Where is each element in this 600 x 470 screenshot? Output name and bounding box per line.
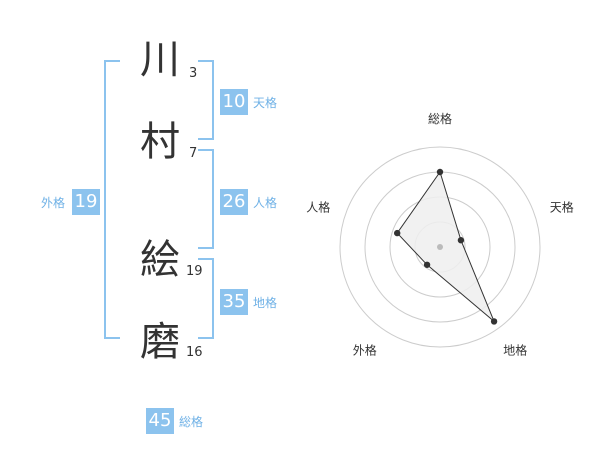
name-char-2-strokes: 7 [189, 146, 198, 161]
jinkaku-value: 26 [220, 189, 248, 215]
name-char-3-strokes: 19 [186, 264, 203, 279]
gaikaku-value: 19 [72, 189, 100, 215]
gaikaku-bracket [104, 60, 120, 339]
name-char-2: 村 [140, 119, 180, 165]
tenkaku-bracket [198, 60, 214, 140]
radar-point [394, 229, 401, 237]
name-char-1: 川 [140, 37, 180, 83]
radar-point [490, 318, 498, 325]
radar-ring [339, 146, 541, 348]
radar-point [423, 261, 431, 268]
name-char-4-strokes: 16 [186, 345, 203, 360]
radar-axis-label: 地格 [503, 343, 527, 358]
tenkaku-label: 天格 [253, 96, 278, 110]
chikaku-value: 35 [220, 289, 248, 315]
radar-center [437, 244, 443, 250]
radar-point [436, 168, 444, 176]
radar-points [394, 168, 498, 325]
radar-area [396, 170, 495, 322]
gaikaku-label: 外格 [41, 196, 66, 210]
radar-axis-label: 総格 [428, 111, 452, 126]
chikaku-label: 地格 [253, 296, 278, 310]
jinkaku-label: 人格 [253, 196, 278, 210]
soukaku-value: 45 [146, 408, 174, 434]
name-char-1-strokes: 3 [189, 66, 198, 81]
name-char-3: 絵 [140, 237, 180, 283]
name-char-4: 磨 [140, 319, 180, 365]
radar-axis-label: 人格 [306, 199, 330, 214]
jinkaku-bracket [198, 149, 214, 249]
tenkaku-value: 10 [220, 89, 248, 115]
soukaku-label: 総格 [179, 415, 204, 429]
chikaku-bracket [198, 258, 214, 339]
radar-axis-label: 天格 [550, 199, 574, 214]
radar-axis-label: 外格 [353, 343, 377, 358]
radar-point [457, 237, 465, 244]
